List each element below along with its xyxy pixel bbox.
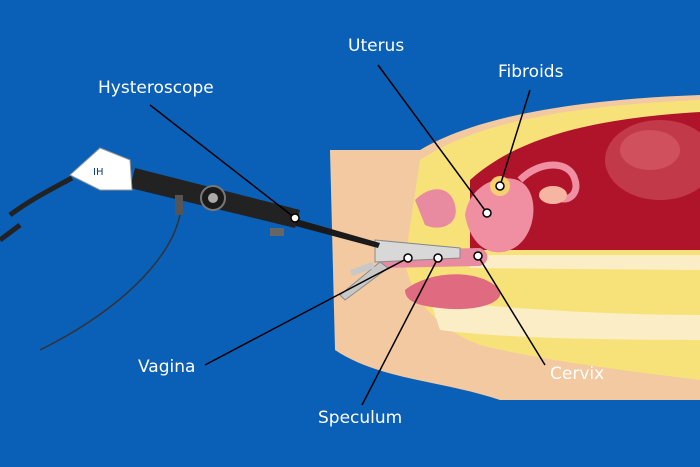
label-speculum: Speculum <box>318 408 403 428</box>
camera-brand-text: IH <box>93 167 103 178</box>
dot-fibroids <box>495 181 505 191</box>
label-fibroids: Fibroids <box>498 62 564 82</box>
intestine-fold <box>620 130 680 170</box>
leader-vagina <box>204 257 409 366</box>
leader-speculum <box>361 257 439 406</box>
dot-speculum <box>433 253 443 263</box>
leader-uterus <box>377 64 488 214</box>
dot-uterus <box>482 208 492 218</box>
lower-band-1 <box>470 255 700 270</box>
dot-vagina <box>403 253 413 263</box>
rectum <box>405 274 501 310</box>
leader-hysteroscope <box>149 104 296 219</box>
camera-cable <box>8 175 74 218</box>
dot-cervix <box>473 251 483 261</box>
ovary <box>539 186 567 204</box>
valve-knob <box>208 193 218 203</box>
speculum-thumb <box>350 262 375 276</box>
label-cervix: Cervix <box>550 364 605 384</box>
label-vagina: Vagina <box>138 357 196 377</box>
hysteroscope-stopcock <box>270 228 284 236</box>
hysteroscope-port <box>175 195 183 215</box>
uterus-body <box>465 178 534 253</box>
label-hysteroscope: Hysteroscope <box>98 78 214 98</box>
fiber-cable <box>39 214 181 351</box>
dot-hysteroscope <box>290 213 300 223</box>
fiber-cable-2 <box>0 223 22 242</box>
camera-head <box>69 147 133 191</box>
label-uterus: Uterus <box>348 36 405 56</box>
leader-cervix <box>477 255 546 366</box>
leader-fibroids <box>499 89 531 187</box>
bladder-fold <box>415 189 456 228</box>
lower-band-3 <box>430 300 700 340</box>
lower-band-2 <box>470 270 700 300</box>
